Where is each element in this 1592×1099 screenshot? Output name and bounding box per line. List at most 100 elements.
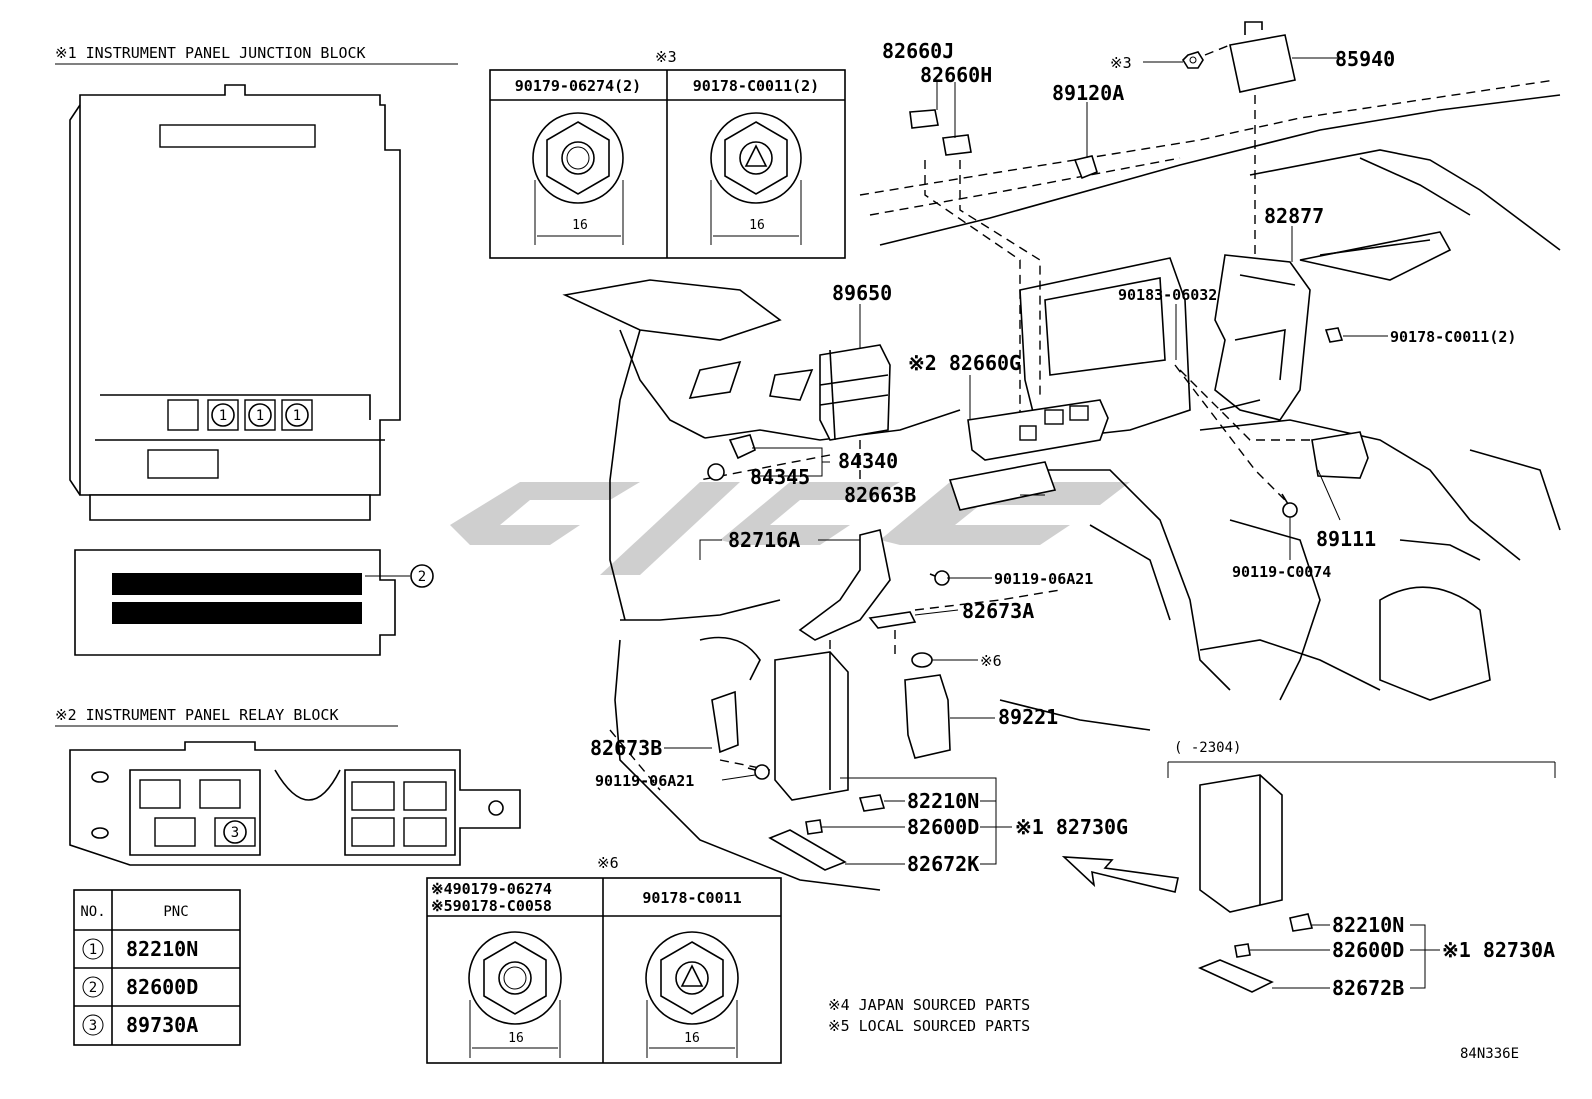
- label-82660H: 82660H: [920, 63, 992, 87]
- junction-badge-1a: 1: [211, 403, 235, 427]
- pnc-row-1-no: 1: [89, 942, 97, 958]
- label-82210N: 82210N: [907, 789, 979, 813]
- dashed-leader-lines: [609, 95, 1320, 791]
- label-89111: 89111: [1316, 527, 1376, 551]
- fastener-box-6-dim1: 16: [508, 1031, 524, 1046]
- part-6-clip: [911, 652, 933, 668]
- label-82660G: ※2 82660G: [908, 351, 1021, 375]
- part-82673B-bracket: [711, 690, 739, 754]
- part-85940-module: [1229, 21, 1340, 93]
- label-90119-06A21-a: 90119-06A21: [994, 570, 1093, 588]
- label-89221: 89221: [998, 705, 1058, 729]
- relay-block-drawing: [69, 741, 521, 866]
- label-82716A: 82716A: [728, 528, 800, 552]
- label-82730G: ※1 82730G: [1015, 815, 1128, 839]
- label-82673A: 82673A: [962, 599, 1034, 623]
- relay-badge-3: 3: [223, 820, 247, 844]
- pnc-row-2-pnc: 82600D: [126, 975, 198, 999]
- fastener-box-6-col1-line1: ※490179-06274: [431, 880, 552, 898]
- pnc-header-pnc: PNC: [163, 904, 188, 920]
- note-local-sourced: ※5 LOCAL SOURCED PARTS: [828, 1017, 1030, 1035]
- junction-block-drawing: [69, 84, 401, 521]
- label-82600D: 82600D: [907, 815, 979, 839]
- fastener-box-3-col1: 90179-06274(2): [515, 77, 641, 95]
- part-84340-bulb: [728, 434, 756, 460]
- part-89221-module: [904, 674, 951, 759]
- part-89120A-clip: [1073, 155, 1098, 180]
- junction-badge-1c: 1: [285, 403, 309, 427]
- badge-1b-number: 1: [256, 408, 264, 424]
- relay-block-title: ※2 INSTRUMENT PANEL RELAY BLOCK: [55, 706, 339, 724]
- part-84345-clip: [707, 463, 725, 481]
- pnc-row-2-no: 2: [89, 980, 97, 996]
- part-90119-06A21-bolt-b: [747, 764, 770, 780]
- part-90178-C0011-clip: [1324, 327, 1344, 343]
- dashboard-outline: [562, 79, 1561, 891]
- part-82660J: [909, 109, 939, 129]
- inset-frame: [1167, 761, 1556, 778]
- part-82660H: [942, 134, 972, 156]
- label-85940: 85940: [1335, 47, 1395, 71]
- junction-block-title: ※1 INSTRUMENT PANEL JUNCTION BLOCK: [55, 44, 366, 62]
- pnc-row-1: 1 82210N: [82, 937, 198, 961]
- part-90119-06A21-bolt-a: [929, 570, 950, 586]
- label-89120A: 89120A: [1052, 81, 1124, 105]
- diagram-code: 84N336E: [1460, 1046, 1519, 1062]
- badge-1c-number: 1: [293, 408, 301, 424]
- label-82877: 82877: [1264, 204, 1324, 228]
- junction-badge-2: 2: [410, 564, 434, 588]
- label-leader-lines: [664, 61, 1388, 865]
- pnc-table: NO. PNC: [73, 889, 241, 1046]
- inset-junction-block: [1197, 774, 1314, 993]
- inset-range-label: ( -2304): [1174, 740, 1241, 756]
- part-82877-bracket: [1214, 254, 1311, 421]
- part-82210N-connector: [858, 794, 886, 812]
- label-ref-3: ※3: [1110, 54, 1132, 72]
- junction-connector-drawing: [74, 549, 396, 656]
- fastener-box-6-dim2: 16: [684, 1031, 700, 1046]
- part-82663B-cover: [948, 461, 1057, 511]
- junction-badge-1b: 1: [248, 403, 272, 427]
- fastener-box-3: [489, 69, 846, 259]
- fastener-box-3-title: ※3: [655, 48, 677, 66]
- inset-label-82672B: 82672B: [1332, 976, 1404, 1000]
- label-82663B: 82663B: [844, 483, 916, 507]
- badge-2-number: 2: [418, 569, 426, 585]
- part-82672K-cover: [768, 829, 847, 871]
- part-89111-module: [1311, 431, 1369, 479]
- label-82673B: 82673B: [590, 736, 662, 760]
- inset-leaders: [1250, 924, 1440, 989]
- label-89650: 89650: [832, 281, 892, 305]
- fastener-box-6: [426, 877, 782, 1064]
- part-82660G-relay-block: [967, 399, 1109, 461]
- label-90178-C0011-2: 90178-C0011(2): [1390, 328, 1516, 346]
- fastener-box-3-col2: 90178-C0011(2): [693, 77, 819, 95]
- note-japan-sourced: ※4 JAPAN SOURCED PARTS: [828, 996, 1030, 1014]
- pnc-row-1-pnc: 82210N: [126, 937, 198, 961]
- pnc-row-2: 2 82600D: [82, 975, 198, 999]
- inset-label-82210N: 82210N: [1332, 913, 1404, 937]
- inset-label-82730A: ※1 82730A: [1442, 938, 1555, 962]
- fastener-box-6-title: ※6: [597, 854, 619, 872]
- label-84340: 84340: [838, 449, 898, 473]
- part-90119-C0074-bolt: [1281, 493, 1298, 518]
- part-89650-module: [819, 344, 891, 441]
- pnc-row-3-no: 3: [89, 1018, 97, 1034]
- label-90119-C0074: 90119-C0074: [1232, 563, 1331, 581]
- fastener-box-6-col2: 90178-C0011: [642, 889, 741, 907]
- pnc-header-no: NO.: [80, 904, 105, 920]
- part-85940-nut: [1181, 44, 1231, 69]
- pnc-row-3: 3 89730A: [82, 1013, 198, 1037]
- part-82716A-bracket: [798, 529, 891, 641]
- label-82660J: 82660J: [882, 39, 954, 63]
- label-90119-06A21-b: 90119-06A21: [595, 772, 694, 790]
- fastener-box-6-col1-line2: ※590178-C0058: [431, 897, 552, 915]
- pnc-row-3-pnc: 89730A: [126, 1013, 198, 1037]
- label-84345: 84345: [750, 465, 810, 489]
- watermark-logo: [450, 482, 1130, 575]
- inset-label-82600D: 82600D: [1332, 938, 1404, 962]
- label-82672K: 82672K: [907, 852, 979, 876]
- badge-1a-number: 1: [219, 408, 227, 424]
- inset-arrow: [1061, 856, 1179, 893]
